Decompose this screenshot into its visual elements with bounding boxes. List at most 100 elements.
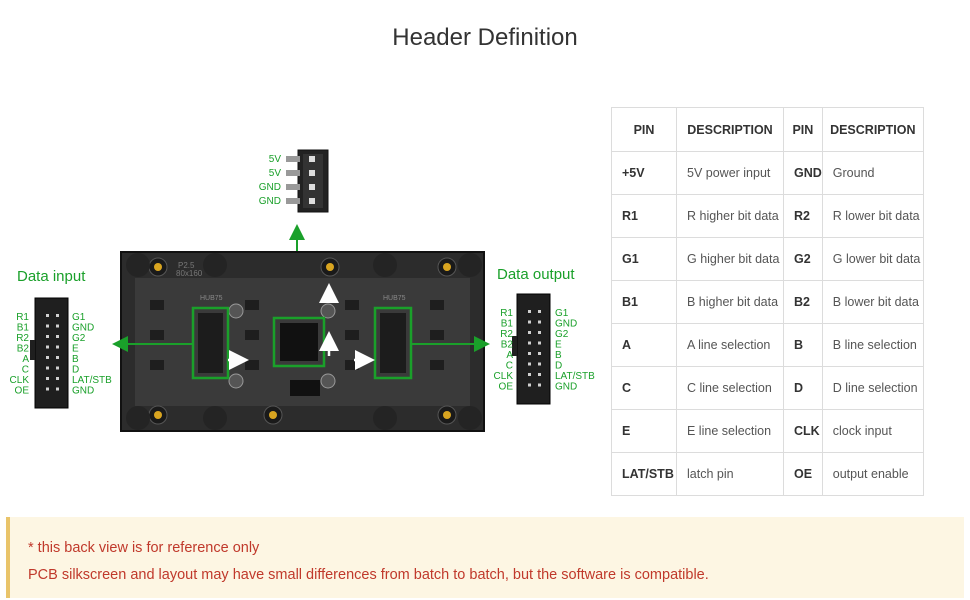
header-pin [56, 345, 59, 349]
input-pin-label: B2 [17, 344, 30, 355]
column-header: PIN [783, 107, 823, 152]
header-pin [46, 377, 49, 380]
data-input-label: Data input [17, 268, 86, 285]
output-connector [512, 293, 551, 405]
output-pin-label: G1 [555, 308, 569, 319]
description-cell: A line selection [676, 323, 784, 367]
output-pin-label: R1 [500, 308, 513, 319]
power-pin-label: GND [259, 182, 281, 193]
header-pin [56, 314, 59, 317]
input-pin-label: D [72, 365, 79, 376]
output-pin-label: D [555, 361, 562, 372]
output-pin-label: B2 [501, 340, 514, 351]
description-cell: G lower bit data [821, 237, 924, 281]
header-pin [46, 345, 49, 349]
power-pin-label: GND [259, 196, 281, 207]
input-pin-label: GND [72, 386, 94, 397]
header-pin [528, 310, 531, 313]
header-pin [538, 320, 541, 324]
input-pin-label: C [22, 365, 29, 376]
column-header: DESCRIPTION [821, 107, 924, 152]
input-pin-label: LAT/STB [72, 375, 112, 386]
header-pin [56, 366, 59, 370]
pin-cell: A [611, 323, 677, 367]
board-silkscreen: 80x160 [176, 269, 203, 278]
table-header-row: PIN DESCRIPTION PIN DESCRIPTION [611, 107, 924, 152]
header-pin [528, 320, 531, 324]
description-cell: C line selection [676, 366, 784, 410]
header-pin [538, 383, 541, 387]
input-pin-label: R2 [16, 333, 29, 344]
note-line: * this back view is for reference only [28, 540, 260, 556]
power-connector: 5V 5V GND GND [259, 149, 329, 213]
pin-cell: G2 [783, 237, 823, 281]
output-pin-label: B1 [501, 319, 514, 330]
chip-label: HUB75 [383, 295, 406, 302]
description-cell: B line selection [821, 323, 924, 367]
header-pin [538, 331, 541, 334]
output-pin-label: OE [499, 382, 514, 393]
input-pin-label: A [22, 354, 29, 365]
pin-cell: LAT/STB [611, 452, 677, 496]
header-pin [46, 324, 49, 328]
description-cell: Ground [821, 151, 924, 195]
output-pin-label: R2 [500, 329, 513, 340]
header-pin [538, 352, 541, 355]
header-pin [46, 366, 49, 370]
column-header: PIN [611, 107, 677, 152]
header-pin [538, 341, 541, 345]
input-pin-label: G1 [72, 312, 86, 323]
column-header: DESCRIPTION [676, 107, 784, 152]
pin-cell: R1 [611, 194, 677, 238]
header-pin [56, 356, 59, 359]
output-pin-label: G2 [555, 329, 569, 340]
description-cell: 5V power input [676, 151, 784, 195]
data-output-label: Data output [497, 266, 575, 283]
header-pin [528, 331, 531, 334]
input-connector [30, 297, 69, 409]
header-pin [46, 314, 49, 317]
pin-cell: B [783, 323, 823, 367]
pin-cell: R2 [783, 194, 823, 238]
header-pin [56, 324, 59, 328]
description-cell: E line selection [676, 409, 784, 453]
page-title: Header Definition [392, 24, 578, 51]
header-pin [538, 310, 541, 313]
description-cell: G higher bit data [676, 237, 784, 281]
pin-cell: GND [783, 151, 823, 195]
header-pin [56, 377, 59, 380]
header-pin [46, 335, 49, 338]
output-pin-label: GND [555, 382, 577, 393]
description-cell: B lower bit data [821, 280, 924, 324]
output-pin-label: GND [555, 319, 577, 330]
input-pin-label: B1 [17, 323, 30, 334]
power-pin-label: 5V [269, 168, 282, 179]
description-cell: clock input [821, 409, 924, 453]
header-pin [528, 341, 531, 345]
output-pin-label: E [555, 340, 562, 351]
description-cell: R lower bit data [821, 194, 924, 238]
header-pin [528, 362, 531, 366]
header-pin [46, 356, 49, 359]
input-pin-label: OE [15, 386, 30, 397]
pin-cell: +5V [611, 151, 677, 195]
pin-cell: OE [783, 452, 823, 496]
input-pin-label: R1 [16, 312, 29, 323]
input-pin-label: GND [72, 323, 94, 334]
header-pin [538, 362, 541, 366]
pin-cell: E [611, 409, 677, 453]
header-pin [46, 387, 49, 391]
reference-note: * this back view is for reference only P… [6, 517, 964, 598]
description-cell: R higher bit data [676, 194, 784, 238]
description-cell: output enable [821, 452, 924, 496]
header-pin [528, 383, 531, 387]
pin-cell: B1 [611, 280, 677, 324]
